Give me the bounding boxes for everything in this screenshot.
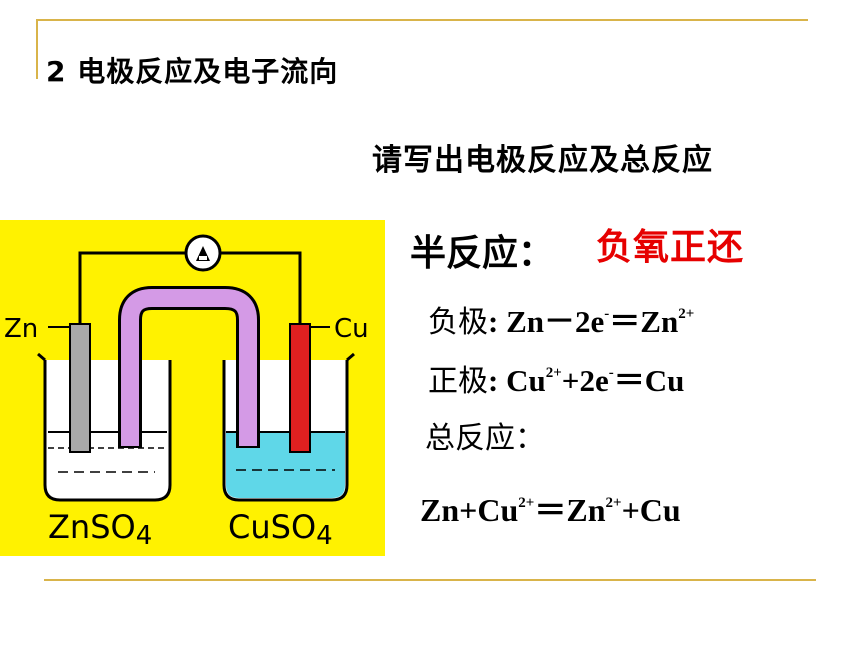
total-equation: Zn+Cu2+＝Zn2++Cu [420, 492, 681, 528]
cuso4-label: CuSO4 [228, 508, 333, 551]
half-reaction-mnemonic: 负氧正还 [596, 227, 745, 268]
anode-equation: 负极: Zn－2e-＝Zn2+ [428, 304, 695, 340]
salt-bridge-fill [121, 289, 257, 446]
half-reaction-label: 半反应： [410, 233, 555, 274]
top-rule [36, 19, 808, 21]
slide-title: 2 电极反应及电子流向 [46, 55, 339, 88]
zinc-label: Zn [4, 314, 38, 344]
copper-electrode [289, 323, 311, 453]
ammeter-icon [184, 234, 222, 272]
galvanic-cell-diagram: Zn Cu ZnSO4 CuSO4 [0, 220, 385, 556]
slide-prompt: 请写出电极反应及总反应 [372, 143, 713, 178]
bottom-rule [44, 579, 816, 581]
cathode-label: 正极 [428, 364, 488, 399]
copper-label: Cu [334, 314, 369, 344]
title-side-rule [36, 19, 38, 79]
znso4-label: ZnSO4 [48, 508, 152, 551]
left-beaker [37, 352, 172, 502]
external-wire-right [220, 251, 302, 330]
zinc-electrode [69, 323, 91, 453]
total-reaction-label: 总反应： [425, 421, 545, 456]
external-wire [78, 251, 186, 330]
anode-label: 负极 [428, 305, 488, 340]
cathode-equation: 正极: Cu2++2e-＝Cu [428, 363, 685, 399]
